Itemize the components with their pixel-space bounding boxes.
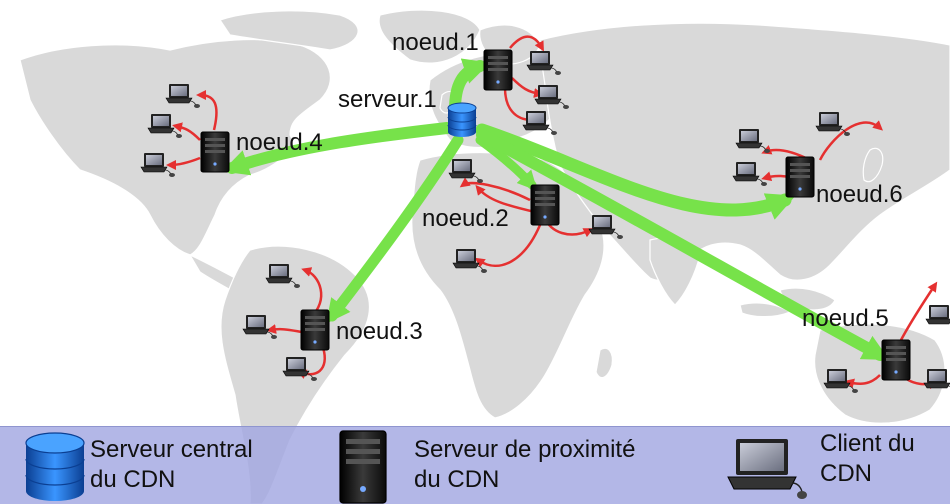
server-tower-icon-noeud2 [530,184,560,226]
legend-label-proximity-server: Serveur de proximité du CDN [414,436,636,493]
legend: Serveur central du CDN Serveur de proxim… [0,426,950,504]
link-to-noeud5 [476,129,890,361]
labels: serveur.1 noeud.1 noeud.4 noeud.2 noeud.… [236,29,903,345]
laptop-client-icon [925,304,950,330]
server-tower-icon-noeud4 [200,131,230,173]
label-serveur1: serveur.1 [338,86,437,113]
label-noeud5: noeud.5 [802,305,889,332]
laptop-client-icon [727,439,807,499]
label-noeud4: noeud.4 [236,129,323,156]
server-tower-icon-noeud5 [881,339,911,381]
database-icon-central [447,102,477,137]
label-noeud6: noeud.6 [816,181,903,208]
server-tower-icon-noeud6 [785,156,815,198]
link-to-noeud2 [475,135,538,191]
legend-label-central-server: Serveur central du CDN [90,436,253,493]
database-icon [25,432,85,501]
legend-label-client: Client du CDN [820,430,915,487]
link-to-noeud6 [475,123,796,220]
server-tower-icon-noeud3 [300,309,330,351]
label-noeud1: noeud.1 [392,29,479,56]
server-tower-icon [339,430,387,504]
central-links [222,58,890,361]
label-noeud2: noeud.2 [422,205,509,232]
link-to-noeud3 [326,134,464,324]
server-tower-icon-noeud1 [483,49,513,91]
label-noeud3: noeud.3 [336,318,423,345]
link-to-noeud4 [222,122,453,176]
